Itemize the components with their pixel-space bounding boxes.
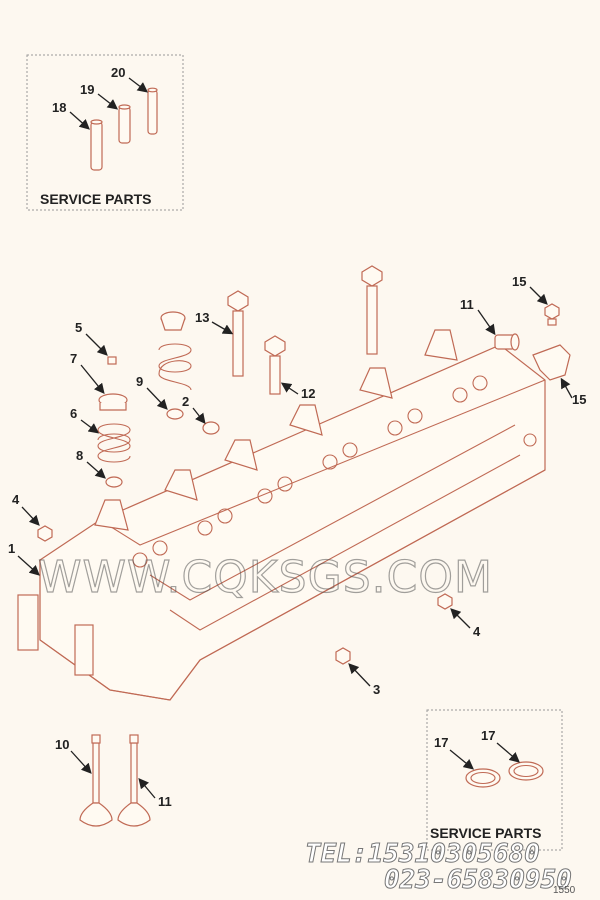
svg-text:1: 1 — [8, 541, 15, 556]
callout-21: 20 — [111, 65, 149, 93]
svg-text:17: 17 — [481, 728, 495, 743]
callout-7: 7 — [70, 351, 105, 395]
seal-ring-17 — [465, 768, 501, 788]
svg-text:15: 15 — [512, 274, 526, 289]
callout-4-left: 4 — [12, 492, 40, 526]
service-parts-box-top — [26, 54, 184, 211]
svg-text:8: 8 — [76, 448, 83, 463]
service-parts-label-top: SERVICE PARTS — [40, 191, 152, 207]
valve-10 — [79, 734, 113, 827]
svg-text:11: 11 — [460, 297, 474, 312]
svg-text:17: 17 — [434, 735, 448, 750]
seal-ring-18 — [508, 761, 544, 781]
plug-15 — [544, 303, 560, 326]
callout-18: 17 — [481, 728, 520, 763]
callout-11: 11 — [138, 778, 172, 809]
contact-phone2: 023-65830950 — [384, 865, 572, 895]
callout-2: 2 — [182, 394, 206, 425]
elbow-16 — [532, 344, 571, 381]
svg-text:4: 4 — [12, 492, 20, 507]
callout-8: 8 — [76, 448, 106, 479]
guide-pin-20 — [118, 104, 131, 144]
svg-text:5: 5 — [75, 320, 82, 335]
callout-19: 18 — [52, 100, 90, 130]
guide-pin-19 — [90, 119, 103, 171]
svg-text:19: 19 — [80, 82, 94, 97]
callout-20: 19 — [80, 82, 119, 110]
svg-text:7: 7 — [70, 351, 77, 366]
watermark: WWW.CQKSGS.COM — [38, 552, 493, 603]
svg-text:15: 15 — [572, 392, 586, 407]
callout-13: 12 — [280, 382, 315, 401]
svg-text:9: 9 — [136, 374, 143, 389]
callout-14: 13 — [195, 310, 234, 335]
callout-6: 6 — [70, 406, 100, 434]
plug-4-right — [437, 593, 453, 610]
callout-4-right: 4 — [450, 608, 481, 639]
plug-4-left — [37, 525, 53, 542]
callout-15: 15 — [512, 274, 548, 305]
callout-17: 17 — [434, 735, 475, 770]
callout-3: 3 — [348, 663, 380, 697]
bolt-14 — [227, 290, 249, 377]
contact-tel: TEL:15310305680 — [305, 839, 540, 869]
svg-text:10: 10 — [55, 737, 69, 752]
valve-assembly-right — [158, 311, 220, 435]
svg-text:3: 3 — [373, 682, 380, 697]
svg-text:13: 13 — [195, 310, 209, 325]
callout-1: 1 — [8, 541, 40, 576]
svg-text:18: 18 — [52, 100, 66, 115]
valve-assembly-left — [97, 356, 131, 488]
bolt-long — [361, 265, 383, 355]
service-parts-box-bottom — [426, 709, 563, 851]
cylinder-head — [17, 329, 546, 701]
callout-9: 9 — [136, 374, 168, 410]
callout-5: 5 — [75, 320, 108, 356]
valve-11 — [117, 734, 151, 827]
plug-3 — [335, 647, 351, 665]
callout-16: 15 — [560, 377, 586, 407]
bolt-13 — [264, 335, 286, 395]
fitting-12 — [494, 333, 520, 351]
svg-text:6: 6 — [70, 406, 77, 421]
svg-text:4: 4 — [473, 624, 481, 639]
guide-pin-21 — [147, 87, 158, 135]
page-code: 1550 — [553, 885, 576, 896]
svg-text:20: 20 — [111, 65, 125, 80]
svg-text:2: 2 — [182, 394, 189, 409]
svg-text:12: 12 — [301, 386, 315, 401]
svg-text:11: 11 — [158, 794, 172, 809]
service-parts-label-bottom: SERVICE PARTS — [430, 825, 542, 841]
callout-12: 11 — [460, 297, 496, 336]
callout-10: 10 — [55, 737, 92, 774]
